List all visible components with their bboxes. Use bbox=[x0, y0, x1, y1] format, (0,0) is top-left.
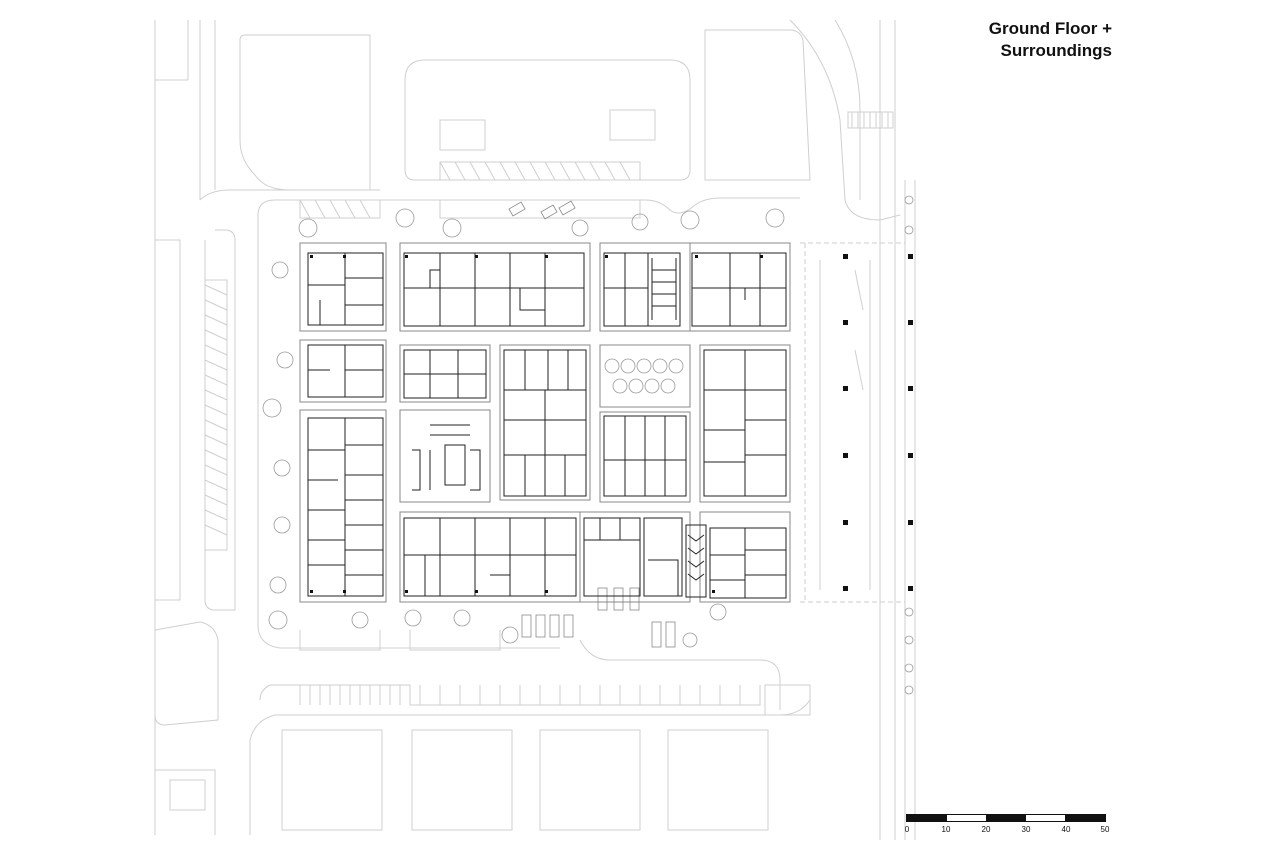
scale-segment bbox=[986, 815, 1026, 821]
scale-bar: 0 10 20 30 40 50 bbox=[904, 812, 1116, 842]
surroundings bbox=[154, 19, 916, 840]
scale-label-50: 50 bbox=[1100, 825, 1110, 834]
parked-vehicles bbox=[508, 200, 676, 648]
scale-label-10: 10 bbox=[941, 825, 951, 834]
scale-label-40: 40 bbox=[1061, 825, 1071, 834]
trees bbox=[262, 195, 914, 695]
scale-label-20: 20 bbox=[981, 825, 991, 834]
scale-bar-segments bbox=[906, 814, 1106, 822]
scale-segment bbox=[1026, 815, 1066, 821]
scale-segment bbox=[1065, 815, 1105, 821]
scale-label-0: 0 bbox=[904, 825, 910, 834]
ground-floor-plan bbox=[299, 242, 791, 603]
drawing-title: Ground Floor + Surroundings bbox=[989, 18, 1112, 62]
title-line-2: Surroundings bbox=[1000, 41, 1112, 60]
title-line-1: Ground Floor + bbox=[988, 19, 1112, 38]
scale-segment bbox=[907, 815, 947, 821]
structural-columns bbox=[310, 254, 913, 593]
scale-label-30: 30 bbox=[1021, 825, 1031, 834]
scale-segment bbox=[947, 815, 987, 821]
